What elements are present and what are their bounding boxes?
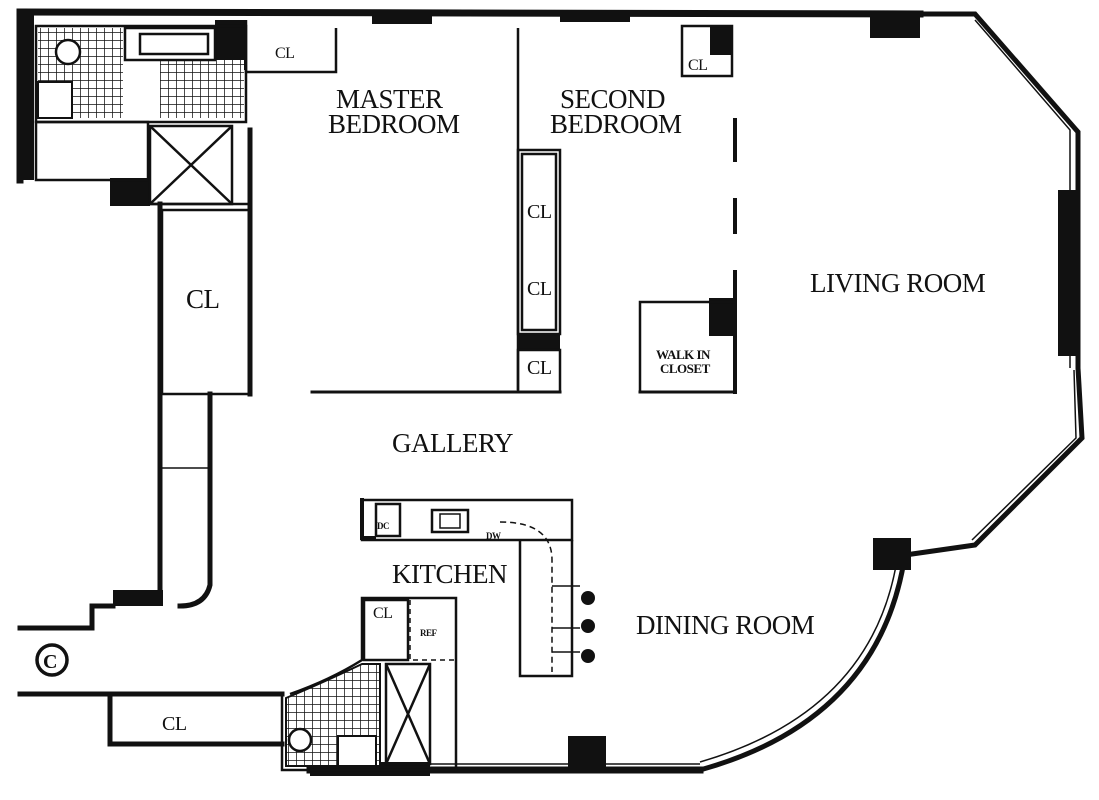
walk-in-closet-label-1: WALK IN (656, 347, 711, 362)
structural-columns (20, 10, 1080, 776)
master-bedroom-label-1: MASTER (336, 84, 443, 114)
entrance-marker: C (35, 643, 69, 677)
living-room-label: LIVING ROOM (810, 268, 986, 298)
shaft (148, 124, 252, 206)
second-closet-1-label: CL (527, 201, 552, 223)
gallery-label: GALLERY (392, 428, 513, 458)
second-bedroom-label-2: BEDROOM (550, 109, 682, 139)
svg-text:DC: DC (377, 521, 389, 531)
kitchen-label: KITCHEN (392, 559, 507, 589)
second-bedroom-label-1: SECOND (560, 84, 665, 114)
powder-room: CL REF (280, 596, 458, 772)
hall-closet-label: CL (186, 284, 220, 314)
closet-label: CL (275, 45, 294, 62)
closet-master-top: CL (244, 20, 338, 74)
closet-labels: CL CL CL CL CL CL (162, 57, 708, 735)
svg-text:C: C (43, 651, 57, 673)
master-bath (34, 24, 248, 182)
svg-text:CL: CL (373, 605, 392, 622)
interior-walls (17, 24, 737, 747)
second-top-closet-label: CL (688, 57, 707, 74)
second-closet-2-label: CL (527, 278, 552, 300)
room-labels: MASTER BEDROOM SECOND BEDROOM LIVING ROO… (328, 84, 986, 640)
walk-in-closet-label-2: CLOSET (660, 361, 711, 376)
second-closet-3-label: CL (527, 357, 552, 379)
master-bedroom-label-2: BEDROOM (328, 109, 460, 139)
dining-room-label: DINING ROOM (636, 610, 815, 640)
bottom-closet-label: CL (162, 713, 187, 735)
svg-text:REF: REF (420, 628, 438, 638)
svg-text:DW: DW (486, 531, 501, 541)
kitchen-counter: DC DW (360, 498, 595, 678)
